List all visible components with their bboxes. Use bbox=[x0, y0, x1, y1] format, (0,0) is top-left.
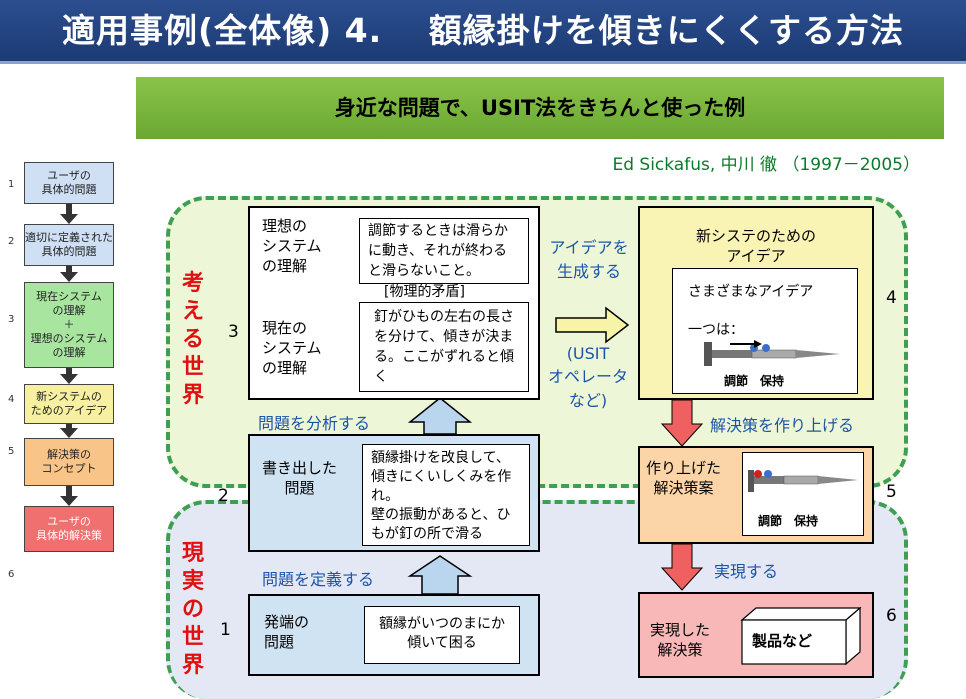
ideas-inner-panel bbox=[672, 268, 858, 394]
current-system-text: 釘がひもの左右の長さを分けて、傾きが決まる。ここがずれると傾く bbox=[359, 302, 529, 392]
arrow-generate-right bbox=[555, 306, 630, 344]
nail-idea-illustration bbox=[704, 340, 840, 366]
product-box-illustration bbox=[740, 606, 862, 666]
step-number-6: 6 bbox=[886, 606, 897, 626]
sidebar-step-number: 5 bbox=[8, 446, 15, 457]
built-solution-illustration bbox=[748, 470, 858, 492]
built-solution-panel bbox=[742, 452, 864, 536]
sidebar-step-5: 解決策の コンセプト bbox=[24, 438, 114, 486]
ideas-line-2: 一つは： bbox=[688, 322, 744, 338]
sidebar-step-6: ユーザの 具体的解決策 bbox=[24, 506, 114, 552]
real-world-label: 現実の世界 bbox=[181, 541, 204, 678]
step-number-2: 2 bbox=[218, 486, 229, 506]
sidebar-step-number: 6 bbox=[8, 569, 15, 580]
realized-product-text: 製品など bbox=[752, 632, 813, 650]
written-problem-text: 額縁掛けを改良して、傾きにくいしくみを作れ。 壁の振動があると、ひもが釘の所で滑… bbox=[362, 444, 530, 546]
origin-problem-text: 額縁がいつのまにか傾いて困る bbox=[364, 606, 520, 664]
sidebar-step-4: 新システムの ためのアイデア bbox=[24, 384, 114, 424]
arrow-define-up bbox=[407, 555, 473, 595]
slide-subtitle: 身近な問題で、USIT法をきちんと使った例 bbox=[136, 77, 944, 139]
define-problem-label: 問題を定義する bbox=[262, 570, 375, 589]
think-world-label: 考える世界 bbox=[181, 271, 204, 408]
sidebar-step-3: 現在システム の理解 ＋ 理想のシステム の理解 bbox=[24, 282, 114, 368]
arrow-build-down bbox=[660, 399, 704, 447]
origin-problem-label: 発端の 問題 bbox=[264, 613, 310, 651]
realized-solution-label: 実現した 解決策 bbox=[650, 621, 711, 659]
ideas-caption: 調節 保持 bbox=[724, 374, 785, 388]
step-number-4: 4 bbox=[886, 288, 897, 308]
step-number-3: 3 bbox=[228, 322, 239, 342]
generate-ideas-label: アイデアを 生成する bbox=[549, 238, 629, 281]
built-solution-caption: 調節 保持 bbox=[758, 514, 819, 528]
slide-title: 適用事例(全体像) 4. 額縁掛けを傾きにくくする方法 bbox=[0, 0, 966, 64]
ideal-system-label: 理想の システム の理解 bbox=[262, 217, 322, 275]
analyze-problem-label: 問題を分析する bbox=[258, 414, 371, 433]
current-system-label: 現在の システム の理解 bbox=[262, 319, 322, 377]
sidebar-step-number: 2 bbox=[8, 236, 15, 247]
sidebar-step-1: ユーザの 具体的問題 bbox=[24, 162, 114, 204]
sidebar-step-number: 3 bbox=[8, 314, 15, 325]
built-solution-label: 作り上げた 解決策案 bbox=[646, 459, 722, 497]
sidebar-step-number: 1 bbox=[8, 179, 15, 190]
build-solution-label: 解決策を作り上げる bbox=[710, 416, 855, 435]
usit-operators-label: (USIT オペレータ など) bbox=[547, 344, 628, 410]
ideal-system-text: 調節するときは滑らかに動き、それが終わると滑らないこと。 bbox=[359, 218, 529, 284]
ideas-line-1: さまざまなアイデア bbox=[688, 284, 814, 300]
sidebar-step-2: 適切に定義された 具体的問題 bbox=[24, 224, 114, 266]
credit-line: Ed Sickafus, 中川 徹 （1997－2005） bbox=[612, 155, 920, 175]
sidebar-step-number: 4 bbox=[8, 394, 15, 405]
realize-label: 実現する bbox=[714, 562, 779, 581]
contradiction-label: [物理的矛盾] bbox=[384, 284, 465, 300]
ideas-title: 新システのための アイデア bbox=[695, 227, 816, 265]
step-number-1: 1 bbox=[220, 620, 231, 640]
arrow-realize-down bbox=[660, 543, 704, 591]
step-number-5: 5 bbox=[886, 482, 897, 502]
written-problem-label: 書き出した 問題 bbox=[262, 459, 338, 497]
arrow-analyze-up bbox=[407, 397, 473, 435]
sidebar-arrows bbox=[60, 204, 78, 506]
